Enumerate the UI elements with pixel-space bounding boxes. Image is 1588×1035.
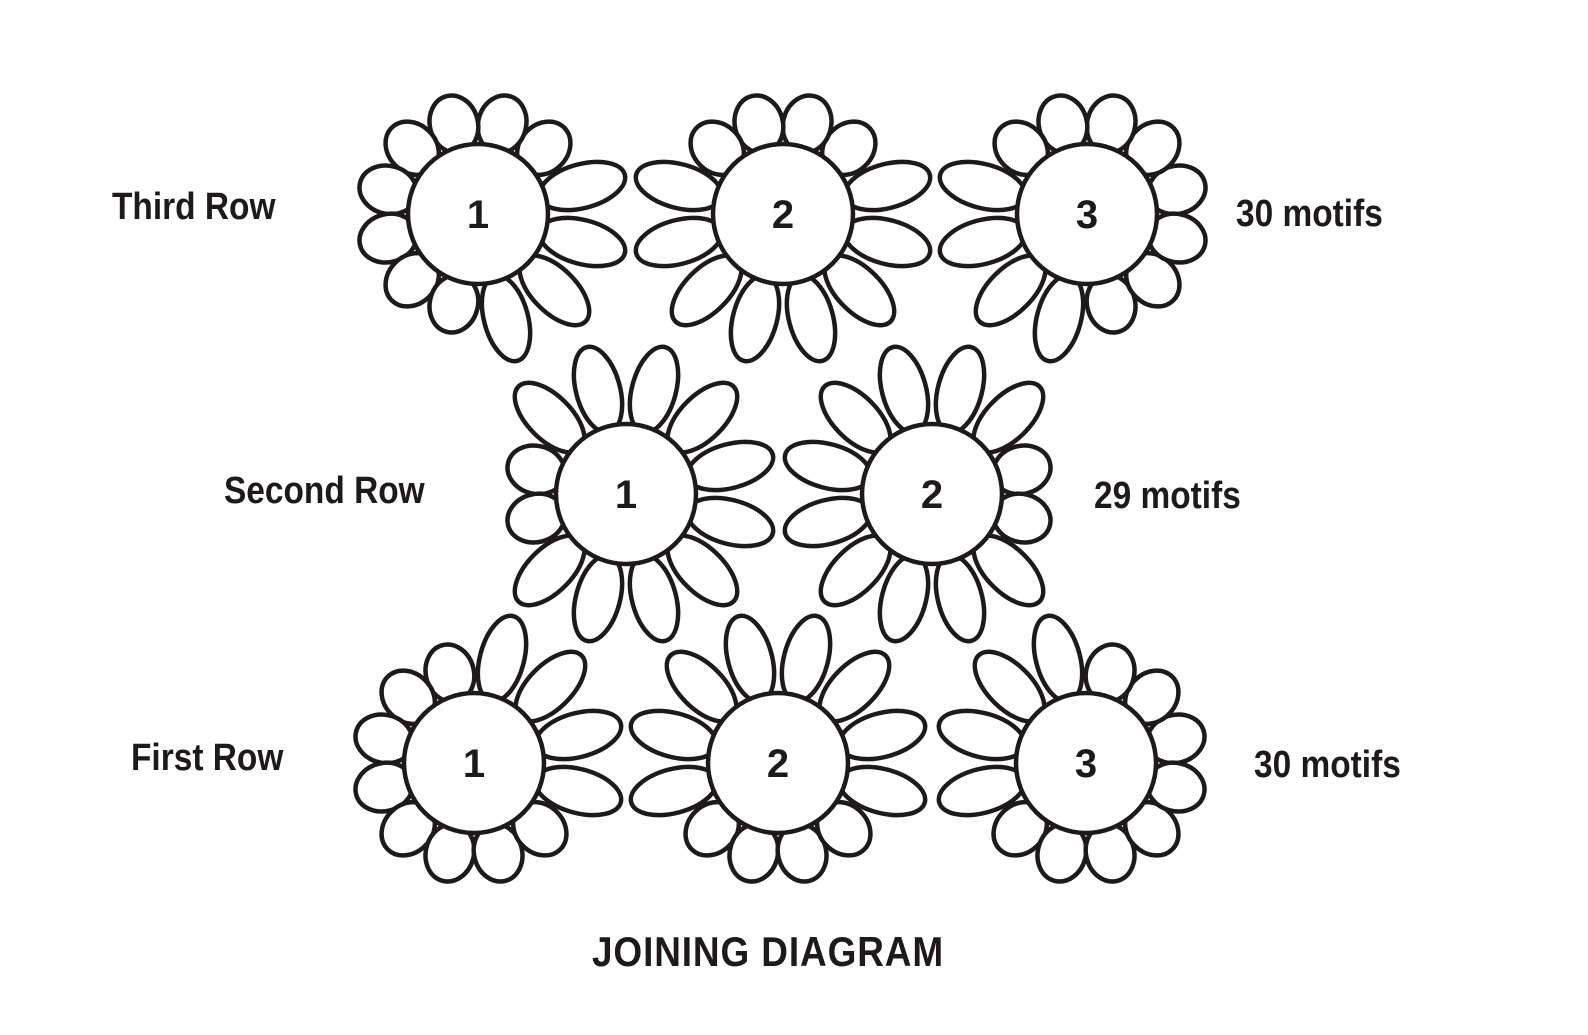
motif-second-row-2: 2 bbox=[859, 421, 1005, 567]
motif-number: 1 bbox=[463, 742, 485, 786]
motif-center bbox=[553, 421, 699, 567]
motif-number: 1 bbox=[467, 193, 489, 237]
motif-third-row-2: 2 bbox=[710, 141, 856, 287]
motif-number: 3 bbox=[1075, 742, 1097, 786]
motif-third-row-3: 3 bbox=[1014, 141, 1160, 287]
hubs-layer: 1 2 3 1 2 1 2 3 bbox=[401, 141, 1160, 836]
motif-center bbox=[1013, 690, 1159, 836]
row-label-third: Third Row bbox=[112, 186, 276, 228]
motif-number: 3 bbox=[1076, 193, 1098, 237]
motif-number: 2 bbox=[767, 742, 789, 786]
row-label-first: First Row bbox=[131, 737, 284, 779]
motif-center bbox=[401, 690, 547, 836]
motif-count-first: 30 motifs bbox=[1254, 744, 1401, 786]
motif-count-second: 29 motifs bbox=[1094, 475, 1241, 517]
motif-number: 2 bbox=[921, 473, 943, 517]
diagram-title: JOINING DIAGRAM bbox=[592, 928, 945, 975]
row-label-second: Second Row bbox=[224, 470, 425, 512]
motif-second-row-1: 1 bbox=[553, 421, 699, 567]
motif-number: 1 bbox=[615, 473, 637, 517]
motif-center bbox=[1014, 141, 1160, 287]
motif-center bbox=[710, 141, 856, 287]
motif-count-third: 30 motifs bbox=[1236, 193, 1383, 235]
motif-center bbox=[705, 690, 851, 836]
motif-center bbox=[405, 141, 551, 287]
motif-first-row-2: 2 bbox=[705, 690, 851, 836]
motif-first-row-3: 3 bbox=[1013, 690, 1159, 836]
motif-number: 2 bbox=[772, 193, 794, 237]
motif-center bbox=[859, 421, 1005, 567]
petals-layer bbox=[353, 93, 1208, 884]
motif-third-row-1: 1 bbox=[405, 141, 551, 287]
motif-first-row-1: 1 bbox=[401, 690, 547, 836]
